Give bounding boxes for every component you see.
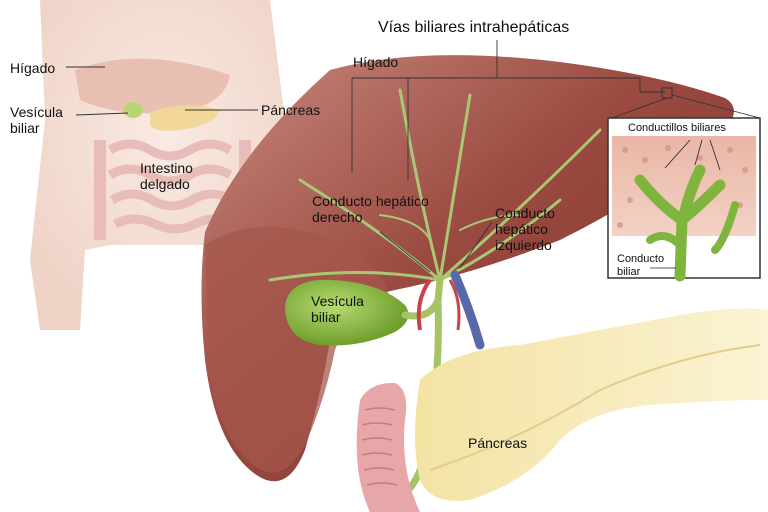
label-main-pancreas: Páncreas [468, 435, 528, 451]
figure-pancreas [150, 105, 220, 131]
duodenum-folds [361, 407, 398, 486]
pancreas [415, 308, 768, 501]
intrahepatic-ducts [268, 88, 602, 282]
figure-liver [75, 58, 230, 114]
liver [201, 55, 734, 482]
inset-duct [634, 164, 726, 282]
inset-pointer [611, 94, 761, 119]
label-main-liver: Hígado [353, 54, 399, 70]
label-inset-bile-ductules: Conductillos biliares [628, 122, 726, 134]
label-inset-bile-duct: Conducto biliar [617, 253, 665, 278]
duodenum [356, 382, 420, 512]
label-right-hepatic-duct: Conducto hepático derecho [312, 193, 429, 225]
hepatic-artery-2 [448, 279, 461, 331]
label-left-hepatic-duct: Conducto hepático izquierdo [495, 205, 555, 253]
label-main-gallbladder: Vesícula biliar [311, 293, 364, 325]
label-figure-gallbladder: Vesícula biliar [10, 104, 63, 136]
hepatic-artery [416, 278, 432, 331]
portal-vein [450, 270, 485, 350]
label-figure-small-intestine: Intestino delgado [140, 160, 193, 192]
figure-gallbladder [123, 102, 143, 118]
gallbladder [285, 279, 409, 346]
pancreatic-duct [429, 344, 761, 471]
inset-bile-ductules [607, 117, 761, 282]
leader-lines [66, 40, 665, 273]
label-figure-liver: Hígado [10, 60, 56, 76]
label-figure-pancreas: Páncreas [261, 102, 321, 118]
title: Vías biliares intrahepáticas [378, 19, 570, 36]
